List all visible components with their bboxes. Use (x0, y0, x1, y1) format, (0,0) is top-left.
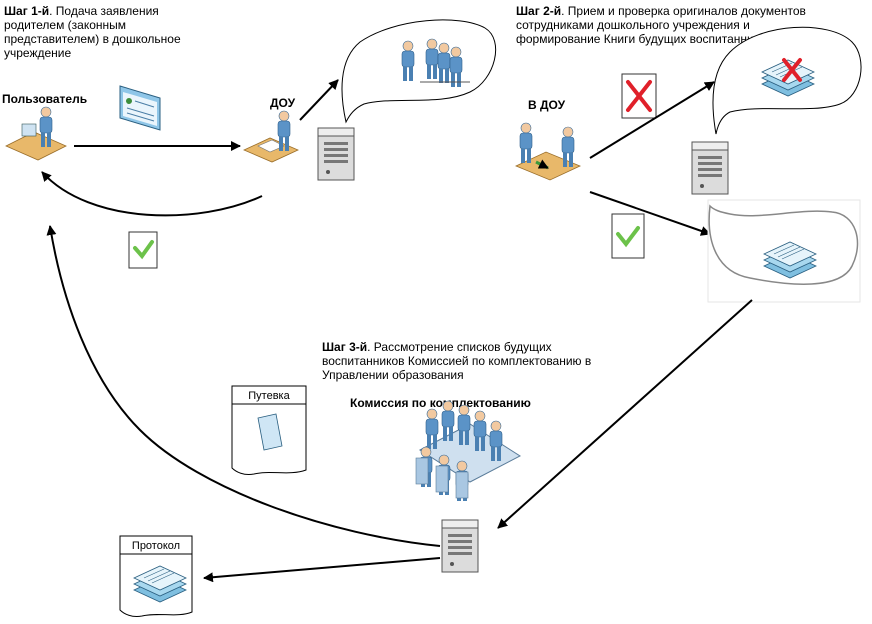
arrow-to-rejected (589, 81, 715, 159)
putevka-page-icon (257, 413, 283, 451)
rejected-cross-icon (782, 58, 802, 82)
check-document-icon (128, 231, 158, 269)
putevka-label: Путевка (248, 390, 290, 402)
in-dou-desk-icon (515, 122, 581, 181)
protocol-label: Протокол (131, 540, 181, 552)
dou-desk-icon (243, 110, 299, 163)
step-1-text: Шаг 1-й. Подача заявления родителем (зак… (4, 4, 181, 60)
arrow-dou-to-user (41, 171, 263, 217)
arrow-to-protocol (203, 557, 441, 583)
in-dou-label: В ДОУ (528, 98, 566, 112)
dou-label: ДОУ (270, 96, 296, 110)
arrow-to-commission (497, 299, 753, 529)
arrow-to-accepted (589, 191, 711, 236)
check-document-2-icon (611, 213, 645, 259)
cross-document-icon (621, 73, 657, 119)
commission-icon (415, 400, 521, 502)
protocol-document (119, 535, 193, 617)
user-icon (5, 106, 67, 161)
application-form-icon (119, 85, 161, 131)
children-group-icon (401, 38, 470, 88)
in-dou-server-icon (691, 141, 729, 195)
user-label: Пользователь (2, 92, 88, 106)
dou-server-icon (317, 127, 355, 181)
people-bubble (341, 19, 497, 124)
commission-label: Комиссия по комплектованию (350, 396, 531, 410)
commission-server-icon (441, 519, 479, 573)
arrow-dou-to-people (299, 79, 339, 121)
step-2-text: Шаг 2-й. Прием и проверка оригиналов док… (516, 4, 806, 46)
step-3-text: Шаг 3-й. Рассмотрение списков будущих во… (322, 340, 592, 382)
putevka-document (231, 385, 307, 475)
arrow-commission-to-user (46, 225, 441, 547)
